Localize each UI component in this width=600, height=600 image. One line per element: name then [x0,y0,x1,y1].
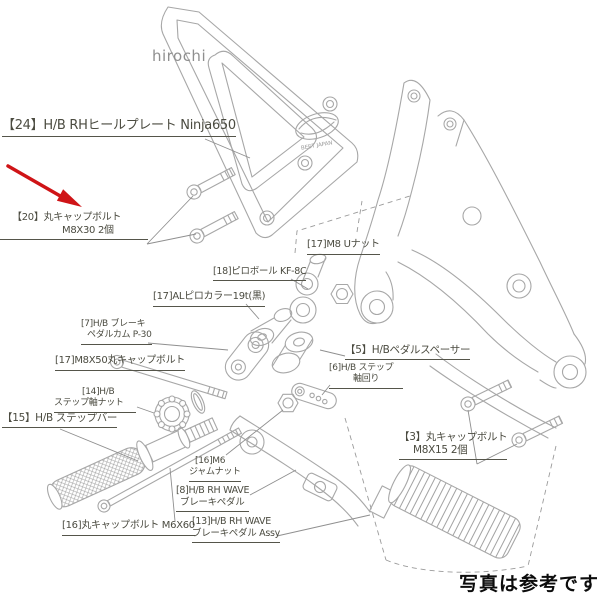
part-label-3-line2: M8X15 2個 [413,444,468,457]
part-label-16-m6-nut: [16]M6 ジャムナット [189,456,241,482]
part-label-20-line1: 【20】丸キャップボルト [12,212,122,223]
heel-plate: BEET JAPAN [160,6,359,239]
step-shaft-nut [153,395,191,433]
washer-ring [190,390,206,414]
pedal-knurled-tip [388,464,521,559]
dashed-lines [294,195,557,573]
step-bar [46,417,219,510]
part-label-5-pedal-spacer: 【5】H/Bペダルスペーサー [345,344,470,361]
part-label-14-step-nut: [14]H/B ステップ軸ナット [54,387,136,413]
pedal-spacer [271,331,314,374]
part-label-13-line2: ブレーキペダル Assy [192,527,280,539]
part-label-13-line1: [13]H/B RH WAVE [192,516,271,527]
part-label-17-u-nut: [17]M8 Uナット [307,239,380,255]
part-label-14-line2: ステップ軸ナット [54,398,124,409]
part-label-18-pillow-ball: [18]ピロボール KF-8C [213,266,307,281]
cap-bolt-m8x15-b [511,415,564,448]
part-label-7-line1: [7]H/B ブレーキ [81,319,146,329]
part-label-20-line2: M8X30 2個 [62,224,114,236]
part-label-16n-line2: ジャムナット [189,467,241,478]
part-label-6-line2: 軸回り [353,374,380,385]
al-pillow-collar [249,308,293,347]
watermark-text: hirochi [152,47,207,65]
m6-jam-nut [277,393,299,413]
part-label-8-wave-pedal: [8]H/B RH WAVE ブレーキペダル [176,485,249,512]
logo-brand-text: BEET JAPAN [301,140,334,151]
cap-bolt-m6x60 [97,427,243,513]
red-arrow [6,164,82,207]
part-label-17-m8x50-bolt: [17]M8X50丸キャップボルト [55,355,185,371]
part-label-14-line1: [14]H/B [82,387,115,397]
beet-logo: BEET JAPAN [295,112,339,152]
part-label-7-pedal-cam: [7]H/B ブレーキ ペダルカム P-30 [81,319,152,345]
part-label-8-line2: ブレーキペダル [180,496,245,508]
brake-pedal-cam [224,331,270,381]
part-label-7-line2: ペダルカム P-30 [87,330,152,341]
part-label-6-line1: [6]H/B ステップ [329,363,394,373]
u-nut-m8 [330,283,354,305]
cap-bolt-m8x30-a [186,167,236,200]
part-label-24-heel-plate: 【24】H/B RHヒールプレート Ninja650 [2,118,236,138]
part-label-17-al-collar: [17]ALピロカラー19t(黒) [153,291,266,307]
cap-bolt-m8x15-a [460,379,513,412]
part-label-16-m6x60-bolt: [16]丸キャップボルト M6X60 [62,520,195,536]
part-label-6-step-shaft: [6]H/B ステップ 軸回り [329,363,403,389]
wave-brake-pedal [229,415,521,559]
part-label-15-step-bar: 【15】H/B ステップバー [2,412,117,429]
part-label-3-line1: 【3】丸キャップボルト [399,431,508,443]
part-label-13-pedal-assy: [13]H/B RH WAVE ブレーキペダル Assy [192,516,280,543]
cap-bolt-m8x50 [109,354,228,400]
part-label-16n-line1: [16]M6 [195,456,226,466]
pillow-ball-kf8c [289,253,327,324]
part-label-20-cap-bolt: 【20】丸キャップボルト M8X30 2個 [0,212,148,240]
leader-lines [59,138,518,537]
step-shaft-lever [291,382,337,410]
cap-bolt-m8x30-b [189,211,239,244]
part-label-8-line1: [8]H/B RH WAVE [176,485,250,496]
part-label-3-cap-bolt: 【3】丸キャップボルト M8X15 2個 [399,431,508,461]
main-bracket [354,79,587,439]
reference-photo-note: 写真は参考です [459,573,600,595]
